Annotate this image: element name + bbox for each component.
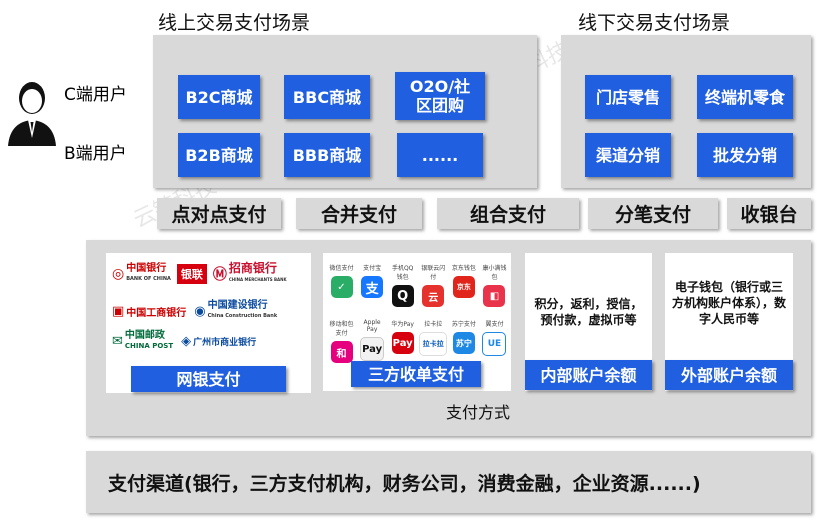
- split-payment-tab[interactable]: 分笔支付: [588, 198, 718, 229]
- lakala-app: 拉卡拉 拉卡拉: [419, 319, 448, 363]
- suning-pay-app: 苏宁支付 苏宁: [450, 319, 477, 363]
- qq-wallet-app: 手机QQ钱包 Q: [389, 263, 416, 307]
- wholesale-distribution-button[interactable]: 批发分销: [697, 133, 793, 177]
- qq-penguin-icon: Q: [391, 285, 414, 307]
- alipay-app: 支付宝 支: [361, 265, 384, 298]
- app-row-2: 移动和包支付 和 Apple Pay Pay 华为Pay Pay 拉卡拉 拉卡拉…: [328, 319, 508, 363]
- huawei-pay-icon: Pay: [391, 332, 414, 354]
- o2o-group-buy-button[interactable]: O2O/社区团购: [395, 72, 485, 120]
- internal-account-desc: 积分，返利，授信，预付款，虚拟币等: [534, 297, 643, 327]
- external-balance-label[interactable]: 外部账户余额: [665, 360, 793, 390]
- bbc-mall-button[interactable]: BBC商城: [284, 75, 370, 119]
- hebao-icon: 和: [330, 341, 353, 363]
- third-party-acquiring-label[interactable]: 三方收单支付: [351, 361, 481, 387]
- app-row-1: 微信支付 ✓ 支付宝 支 手机QQ钱包 Q 银联云闪付 云 京东钱包 京东 康小…: [328, 263, 508, 307]
- offline-heading: 线下交易支付场景: [578, 12, 731, 34]
- c-user-label: C端用户: [64, 85, 127, 105]
- huawei-pay-app: 华为Pay Pay: [389, 319, 416, 363]
- online-banking-label[interactable]: 网银支付: [131, 366, 286, 392]
- internal-balance-label[interactable]: 内部账户余额: [525, 360, 652, 390]
- ccb-logo: ◉ 中国建设银行 China Construction Bank: [194, 300, 278, 320]
- yi-pay-icon: UE: [482, 332, 507, 356]
- apple-pay-app: Apple Pay Pay: [359, 319, 386, 363]
- merged-payment-tab[interactable]: 合并支付: [296, 198, 422, 229]
- china-post-logo: ✉ 中国邮政 CHINA POST: [112, 330, 174, 351]
- b2b-mall-button[interactable]: B2B商城: [178, 133, 260, 177]
- kxm-wallet-icon: ◧: [483, 285, 506, 307]
- p2p-payment-tab[interactable]: 点对点支付: [157, 198, 281, 229]
- hebao-app: 移动和包支付 和: [328, 319, 355, 363]
- b-user-label: B端用户: [64, 144, 127, 164]
- yi-pay-app: 翼支付 UE: [481, 319, 508, 363]
- bank-of-china-logo: ◎ 中国银行 BANK OF CHINA: [112, 263, 171, 283]
- kxm-wallet-app: 康小满钱包 ◧: [481, 263, 508, 307]
- online-heading: 线上交易支付场景: [158, 12, 311, 34]
- wechat-pay-app: 微信支付 ✓: [328, 263, 355, 307]
- store-retail-button[interactable]: 门店零售: [585, 75, 671, 119]
- combined-payment-tab[interactable]: 组合支付: [437, 198, 579, 229]
- lakala-icon: 拉卡拉: [419, 332, 448, 356]
- more-button[interactable]: ......: [397, 133, 483, 177]
- user-icon: [6, 78, 58, 146]
- wechat-pay-icon: ✓: [330, 276, 353, 298]
- bbb-mall-button[interactable]: BBB商城: [284, 133, 370, 177]
- apple-pay-icon: Pay: [360, 337, 385, 361]
- payment-methods-label: 支付方式: [446, 403, 511, 422]
- payment-channel-bar: 支付渠道(银行，三方支付机构，财务公司，消费金融，企业资源......): [86, 451, 811, 513]
- payment-channel-text: 支付渠道(银行，三方支付机构，财务公司，消费金融，企业资源......): [108, 472, 701, 495]
- jd-wallet-icon: 京东: [452, 276, 475, 298]
- unionpay-cloud-app: 银联云闪付 云: [420, 263, 447, 307]
- jd-wallet-app: 京东钱包 京东: [450, 263, 477, 307]
- unionpay-cloud-icon: 云: [422, 285, 445, 307]
- alipay-icon: 支: [361, 276, 384, 298]
- b2c-mall-button[interactable]: B2C商城: [178, 75, 260, 119]
- terminal-snack-button[interactable]: 终端机零食: [697, 75, 793, 119]
- external-account-desc: 电子钱包（银行或三方机构账户体系），数字人民币等: [671, 280, 786, 326]
- guangzhou-bank-logo: ◈ 广州市商业银行: [181, 333, 257, 349]
- icbc-logo: ▣ 中国工商银行: [112, 303, 187, 319]
- suning-pay-icon: 苏宁: [452, 332, 475, 354]
- channel-distribution-button[interactable]: 渠道分销: [585, 133, 671, 177]
- unionpay-logo: 银联: [176, 264, 207, 284]
- cmb-logo: Ⓜ 招商银行 CHINA MERCHANTS BANK: [212, 261, 287, 283]
- cashier-tab[interactable]: 收银台: [727, 198, 811, 229]
